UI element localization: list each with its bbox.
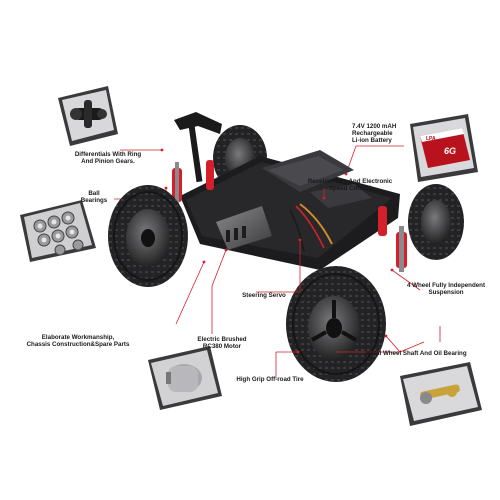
label-metal-shaft: Metal Wheel Shaft And Oil Bearing — [365, 350, 467, 357]
label-motor: Electric Brushed RC380 Motor — [197, 336, 247, 350]
leader-lines — [175, 188, 441, 378]
differential-inset — [58, 86, 118, 146]
motor-inset — [148, 346, 222, 410]
shock-front-right — [206, 160, 214, 190]
shock-rear-right — [378, 206, 387, 236]
label-differentials: Differentials With Ring And Pinion Gears… — [74, 151, 142, 165]
ball-bearings-inset — [20, 200, 96, 262]
battery-brand-text: LPA — [426, 136, 436, 142]
motor-leader-2 — [211, 249, 227, 287]
metal-shaft-inset — [400, 362, 482, 426]
battery-model-text: 6G — [444, 146, 456, 156]
leader-dots — [160, 148, 394, 354]
battery-inset: LPA 6G — [410, 114, 478, 182]
label-workmanship: Elaborate Workmanship, Chassis Construct… — [26, 334, 130, 348]
label-receiver: Receiver Box And Electronic Speed Contro… — [307, 178, 393, 192]
label-suspension: 4 Wheel Fully Independent Suspension — [406, 282, 486, 296]
shock-front-left — [172, 162, 182, 206]
rc-truck — [108, 112, 464, 382]
label-tire: High Grip Off-road Tire — [236, 376, 304, 383]
shock-rear-left — [396, 226, 407, 272]
label-steering-servo: Steering Servo — [242, 292, 286, 299]
label-ball-bearings: Ball Bearings — [80, 190, 108, 204]
label-battery: 7.4V 1200 mAH Rechargeable Li-ion Batter… — [352, 123, 397, 144]
